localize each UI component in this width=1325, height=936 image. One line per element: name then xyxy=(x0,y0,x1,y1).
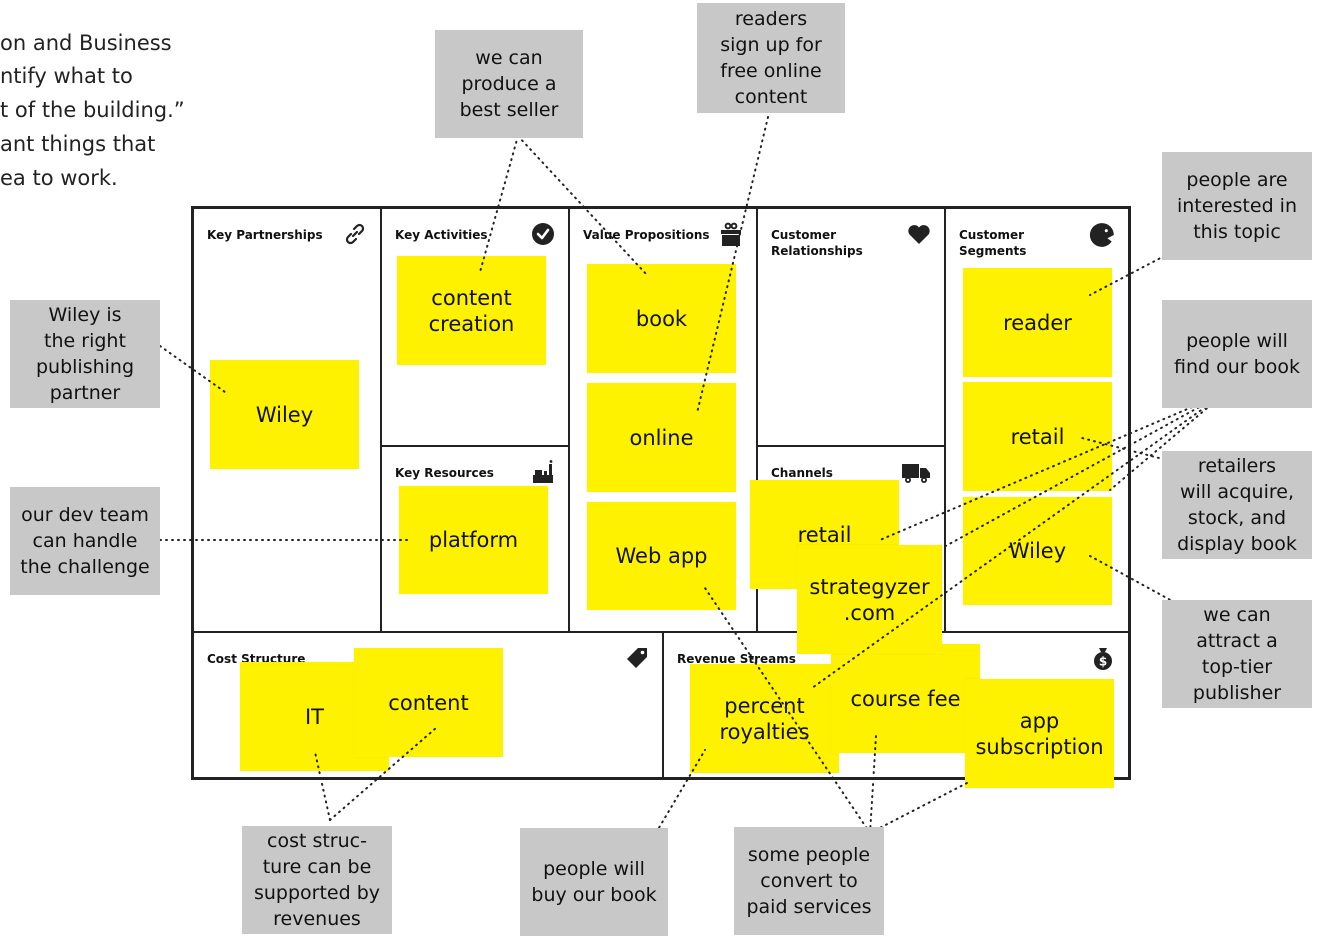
note-top-tier[interactable]: we can attract a top-tier publisher xyxy=(1162,600,1312,708)
sticky-strategyzer[interactable]: strategyzer .com xyxy=(797,545,942,654)
intro-line: ea to work. xyxy=(0,166,118,190)
sticky-reader[interactable]: reader xyxy=(963,268,1112,377)
money-bag-icon: $ xyxy=(1094,648,1112,670)
block-title: Key Resources xyxy=(395,466,494,480)
sticky-web-app[interactable]: Web app xyxy=(587,502,736,610)
note-buy-book[interactable]: people will buy our book xyxy=(520,828,668,936)
intro-line: on and Business xyxy=(0,31,172,55)
block-title: Key Activities xyxy=(395,228,488,242)
note-interested[interactable]: people are interested in this topic xyxy=(1162,152,1312,260)
price-tag-icon xyxy=(627,648,647,668)
intro-line: ant things that xyxy=(0,132,156,156)
block-title: Customer Segments xyxy=(959,228,1027,258)
heart-icon xyxy=(908,225,930,244)
note-retailers[interactable]: retailers will acquire, stock, and displ… xyxy=(1162,451,1312,559)
sticky-percent-royalties[interactable]: percent royalties xyxy=(690,664,839,773)
customer-relationships-block: Customer Relationships xyxy=(758,209,946,447)
intro-line: t of the building.” xyxy=(0,98,185,122)
note-convert[interactable]: some people convert to paid services xyxy=(734,827,884,935)
note-best-seller[interactable]: we can produce a best seller xyxy=(435,30,583,138)
note-readers-sign-up[interactable]: readers sign up for free online content xyxy=(697,3,845,113)
checkmark-circle-icon xyxy=(532,223,554,245)
note-cost-supported[interactable]: cost struc- ture can be supported by rev… xyxy=(242,826,392,934)
sticky-content-creation[interactable]: content creation xyxy=(397,256,546,365)
block-title: Customer Relationships xyxy=(771,228,863,258)
sticky-app-subscription[interactable]: app subscription xyxy=(965,679,1114,788)
key-resources-block: Key Resources xyxy=(382,447,570,633)
note-find-book[interactable]: people will find our book xyxy=(1162,300,1312,408)
sticky-platform[interactable]: platform xyxy=(399,486,548,594)
sticky-segment-wiley[interactable]: Wiley xyxy=(963,497,1112,605)
sticky-wiley-partner[interactable]: Wiley xyxy=(210,360,359,469)
svg-text:$: $ xyxy=(1099,655,1107,669)
intro-text: on and Business ntify what to t of the b… xyxy=(0,30,215,200)
sticky-segment-retail[interactable]: retail xyxy=(963,382,1112,491)
sticky-content[interactable]: content xyxy=(354,648,503,757)
sticky-book[interactable]: book xyxy=(587,264,736,373)
link-icon xyxy=(345,223,365,245)
key-partnerships-block: Key Partnerships xyxy=(194,209,382,633)
note-wiley-right[interactable]: Wiley is the right publishing partner xyxy=(10,300,160,408)
truck-icon xyxy=(902,464,930,483)
sticky-online[interactable]: online xyxy=(587,383,736,492)
block-title: Channels xyxy=(771,466,833,480)
intro-line: ntify what to xyxy=(0,64,133,88)
head-icon xyxy=(1089,223,1114,247)
block-title: Key Partnerships xyxy=(207,228,323,242)
sticky-course-fee[interactable]: course fee xyxy=(831,644,980,753)
factory-icon xyxy=(533,460,553,483)
block-title: Value Propositions xyxy=(583,228,710,242)
gift-icon xyxy=(721,222,741,246)
note-dev-team[interactable]: our dev team can handle the challenge xyxy=(10,487,160,595)
